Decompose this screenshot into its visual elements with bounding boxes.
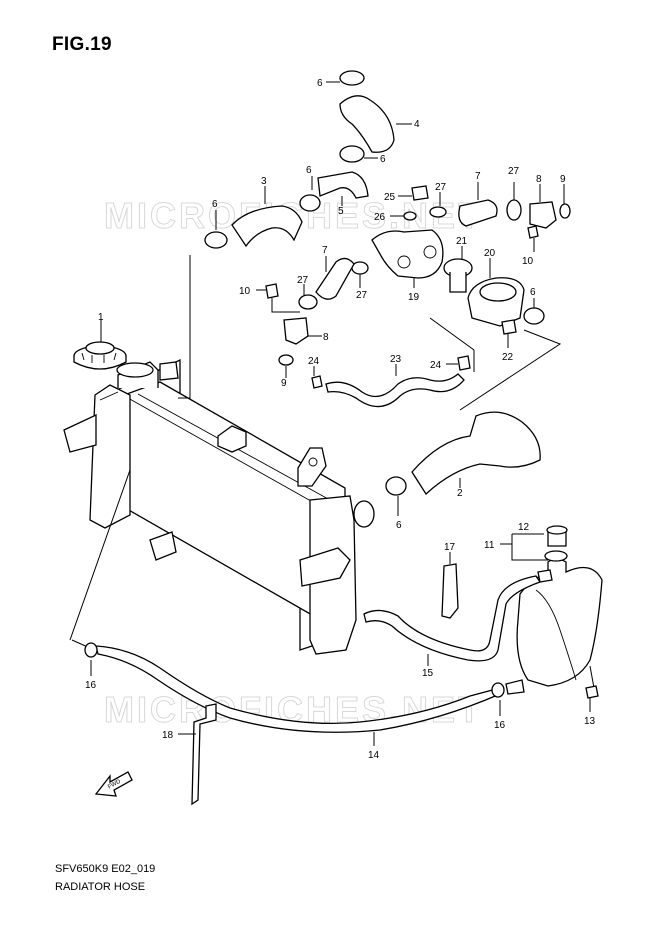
hose-23 bbox=[325, 373, 465, 408]
callout-6-pipe5: 6 bbox=[306, 165, 312, 176]
callout-27-b: 27 bbox=[508, 166, 520, 177]
o-ring-9-upper bbox=[559, 203, 571, 219]
callout-18: 18 bbox=[162, 730, 174, 741]
callout-3: 3 bbox=[261, 176, 267, 187]
callout-13: 13 bbox=[584, 716, 596, 727]
clamp-6-top bbox=[339, 70, 365, 86]
bolt-25 bbox=[411, 185, 429, 201]
clamp-16-left bbox=[84, 642, 98, 658]
clip-17 bbox=[441, 563, 459, 619]
pipe-5 bbox=[317, 171, 369, 199]
callout-27-d: 27 bbox=[356, 290, 368, 301]
callout-8-upper: 8 bbox=[536, 174, 542, 185]
callout-27-c: 27 bbox=[297, 275, 309, 286]
callout-10-upper: 10 bbox=[522, 256, 534, 267]
fitting-8-lower bbox=[283, 317, 309, 345]
callout-27-a: 27 bbox=[435, 182, 447, 193]
callout-6-left: 6 bbox=[212, 199, 218, 210]
bolt-10-lower bbox=[265, 283, 279, 299]
radiator-cap bbox=[73, 320, 127, 370]
callout-6-hose4: 6 bbox=[380, 154, 386, 165]
callout-5: 5 bbox=[338, 206, 344, 217]
callout-21: 21 bbox=[456, 236, 468, 247]
callout-23: 23 bbox=[390, 354, 402, 365]
callout-4: 4 bbox=[414, 119, 420, 130]
callout-9-lower: 9 bbox=[281, 378, 287, 389]
o-ring-9-lower bbox=[278, 354, 294, 366]
callout-7-lower: 7 bbox=[322, 245, 328, 256]
callout-17: 17 bbox=[444, 542, 456, 553]
clamp-6-left bbox=[204, 231, 228, 249]
callout-10-lower: 10 bbox=[239, 286, 251, 297]
hose-15 bbox=[363, 575, 542, 662]
fitting-8-upper bbox=[529, 201, 557, 229]
callout-9-upper: 9 bbox=[560, 174, 566, 185]
callout-6-hose2: 6 bbox=[396, 520, 402, 531]
callout-6-top: 6 bbox=[317, 78, 323, 89]
callout-16-right: 16 bbox=[494, 720, 506, 731]
callout-22: 22 bbox=[502, 352, 514, 363]
figure-name: RADIATOR HOSE bbox=[55, 881, 146, 893]
hose-2 bbox=[411, 411, 541, 496]
callout-6-right: 6 bbox=[530, 287, 536, 298]
callout-12: 12 bbox=[518, 522, 530, 533]
clip-18 bbox=[191, 703, 217, 806]
figure-code: SFV650K9 E02_019 bbox=[55, 863, 156, 875]
callout-26: 26 bbox=[374, 212, 386, 223]
hose-7-upper bbox=[458, 199, 498, 227]
callout-16-left: 16 bbox=[85, 680, 97, 691]
clamp-16-right bbox=[491, 682, 505, 698]
callout-8-lower: 8 bbox=[323, 332, 329, 343]
callout-19: 19 bbox=[408, 292, 420, 303]
hose-7-lower bbox=[315, 257, 355, 300]
callout-2: 2 bbox=[457, 488, 463, 499]
callout-1: 1 bbox=[98, 312, 104, 323]
callout-11: 11 bbox=[484, 540, 495, 551]
callout-24-left: 24 bbox=[308, 356, 320, 367]
clamp-6-hose2 bbox=[385, 476, 407, 496]
washer-26 bbox=[403, 211, 417, 221]
callout-24-right: 24 bbox=[430, 360, 442, 371]
hose-3 bbox=[231, 205, 303, 248]
callout-25: 25 bbox=[384, 192, 396, 203]
callout-labels: 1 2 3 4 5 6 6 6 6 6 6 7 7 8 8 9 9 10 10 … bbox=[85, 78, 596, 761]
callout-15: 15 bbox=[422, 668, 434, 679]
radiator bbox=[63, 358, 375, 655]
fwd-arrow-icon: FWD bbox=[94, 771, 133, 797]
figure-title: FIG.19 bbox=[52, 34, 112, 55]
callout-20: 20 bbox=[484, 248, 496, 259]
clip-24-left bbox=[311, 375, 323, 389]
bolt-13 bbox=[585, 685, 599, 699]
callout-14: 14 bbox=[368, 750, 380, 761]
thermostat-housing bbox=[371, 229, 444, 279]
callout-7-upper: 7 bbox=[475, 171, 481, 182]
reservoir-tank bbox=[500, 525, 603, 712]
hose-4 bbox=[339, 95, 395, 153]
clip-24-right bbox=[457, 355, 471, 371]
